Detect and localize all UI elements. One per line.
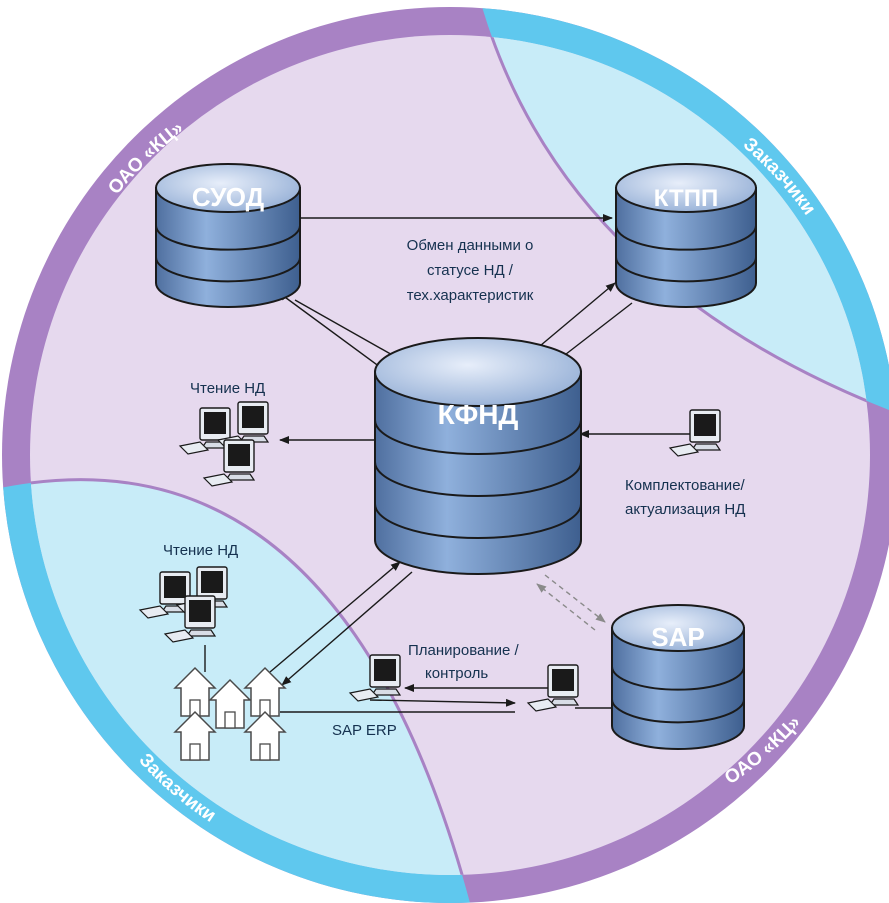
label-sap-erp: SAP ERP (332, 722, 397, 739)
label-compile-line1: Комплектование/ (625, 477, 746, 494)
database-ktpp: КТПП (615, 163, 757, 308)
label-reading-bottom: Чтение НД (163, 542, 238, 559)
database-label-suod: СУОД (192, 182, 265, 212)
label-exchange: Обмен данными о статусе НД / тех.характе… (407, 237, 534, 304)
label-exchange-line3: тех.характеристик (407, 287, 534, 304)
label-exchange-line2: статусе НД / (427, 262, 514, 279)
database-sap: SAP (611, 604, 745, 750)
arrow-kfnd-houses (281, 571, 413, 686)
label-planning-line1: Планирование / (408, 642, 520, 659)
database-label-sap: SAP (651, 622, 704, 652)
database-icon (374, 371, 582, 575)
database-kfnd: КФНД (374, 337, 582, 575)
arrow-houses-kfnd (269, 561, 401, 673)
label-exchange-line1: Обмен данными о (407, 237, 534, 254)
label-compile-line2: актуализация НД (625, 501, 745, 518)
arrow-kfnd-ktpp (527, 282, 616, 357)
label-planning-line2: контроль (425, 665, 488, 682)
database-suod: СУОД (155, 163, 301, 308)
arrow-planning-right (369, 698, 516, 707)
arrow-kfnd-suod (277, 291, 396, 379)
database-label-kfnd: КФНД (438, 399, 519, 430)
label-reading-top: Чтение НД (190, 380, 265, 397)
dashed-connection (536, 574, 606, 631)
database-label-ktpp: КТПП (654, 185, 718, 212)
